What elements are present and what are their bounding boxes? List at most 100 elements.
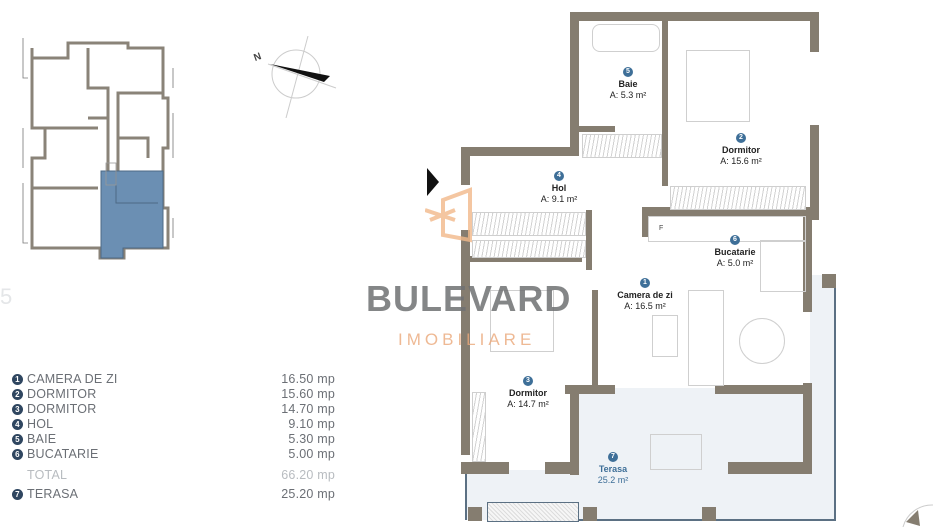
terrace-area: 25.20 mp: [281, 487, 335, 501]
wall: [728, 462, 812, 474]
wall: [583, 507, 597, 521]
room-number-badge: 1: [12, 374, 23, 385]
room-name: Bucatarie: [714, 247, 756, 257]
terrace-border: [834, 275, 836, 520]
room-area: A: 14.7 m²: [507, 399, 549, 409]
room-area: A: 9.1 m²: [540, 194, 578, 204]
wall: [702, 507, 716, 521]
bed: [686, 50, 750, 122]
room-number-badge: 5: [623, 67, 633, 77]
fridge-label: F: [659, 225, 664, 232]
room-name: HOL: [27, 417, 54, 431]
wall: [715, 385, 812, 394]
dining-table: [739, 318, 785, 364]
terrace-table: [650, 434, 702, 470]
room-number-badge: 7: [608, 452, 618, 462]
terrace-name: TERASA: [27, 487, 79, 501]
planter: [487, 502, 579, 522]
wall: [565, 385, 615, 394]
wall: [810, 125, 819, 220]
wall: [586, 210, 592, 270]
terrace-area-fill: [810, 275, 836, 520]
bathtub: [592, 24, 660, 52]
room-number-badge: 7: [12, 489, 23, 500]
room-number-badge: 1: [640, 278, 650, 288]
wall: [570, 12, 579, 147]
room-number-badge: 5: [12, 434, 23, 445]
room-area: 5.30 mp: [288, 432, 335, 446]
legend-total-row: TOTAL 66.20 mp: [10, 468, 340, 483]
key-plan: [22, 38, 174, 260]
wardrobe: [472, 240, 586, 258]
wall: [642, 207, 819, 216]
room-name: Dormitor: [509, 388, 547, 398]
wall: [545, 462, 578, 474]
room-name: DORMITOR: [27, 402, 97, 416]
total-area: 66.20 mp: [281, 468, 335, 482]
faint-heading: 5: [0, 284, 13, 309]
wardrobe: [472, 392, 486, 462]
terrace-corner: [822, 274, 836, 288]
room-number-badge: 6: [730, 235, 740, 245]
wall: [570, 385, 579, 475]
room-number-badge: 3: [12, 404, 23, 415]
compass: N: [248, 35, 338, 119]
wall: [461, 462, 509, 474]
wall: [803, 207, 812, 312]
compass-rose-icon: [267, 35, 337, 119]
wall: [461, 147, 579, 156]
legend-terrace-row: 7 TERASA 25.20 mp: [10, 487, 340, 502]
room-number-badge: 2: [736, 133, 746, 143]
wall: [570, 12, 818, 21]
legend-row: 4 HOL 9.10 mp: [10, 417, 340, 432]
total-label: TOTAL: [27, 468, 68, 482]
room-name: BAIE: [27, 432, 57, 446]
coffee-table: [652, 315, 678, 357]
wall: [461, 147, 470, 185]
wardrobe: [582, 134, 662, 158]
room-name: BUCATARIE: [27, 447, 99, 461]
corner-compass-icon: [902, 504, 934, 527]
wall: [579, 126, 615, 132]
room-name: DORMITOR: [27, 387, 97, 401]
brand-logo-icon: [425, 187, 472, 243]
legend-row: 5 BAIE 5.30 mp: [10, 432, 340, 447]
terrace-area-fill: [578, 388, 836, 520]
room-area: A: 16.5 m²: [624, 301, 666, 311]
room-number-badge: 6: [12, 449, 23, 460]
wardrobe: [670, 186, 806, 210]
room-name: Hol: [551, 183, 567, 193]
bed: [490, 290, 554, 352]
room-number-badge: 4: [554, 171, 564, 181]
wall: [810, 12, 819, 52]
room-area: 9.10 mp: [288, 417, 335, 431]
room-name: CAMERA DE ZI: [27, 372, 118, 386]
wall: [470, 256, 582, 262]
wall: [592, 290, 598, 390]
room-number-badge: 4: [12, 419, 23, 430]
room-number-badge: 2: [12, 389, 23, 400]
watermark-subtitle: IMOBILIARE: [398, 330, 536, 349]
wall: [662, 21, 668, 186]
room-number-badge: 3: [523, 376, 533, 386]
room-name: Terasa: [598, 464, 628, 474]
kitchen-counter: [648, 216, 806, 242]
wall: [461, 230, 470, 455]
wall: [803, 383, 812, 473]
room-area: A: 5.0 m²: [716, 258, 754, 268]
wall: [468, 507, 482, 521]
room-area: A: 15.6 m²: [720, 156, 762, 166]
room-name: Camera de zi: [617, 290, 673, 300]
sofa: [688, 290, 724, 386]
room-area: 25.2 m²: [597, 475, 629, 485]
